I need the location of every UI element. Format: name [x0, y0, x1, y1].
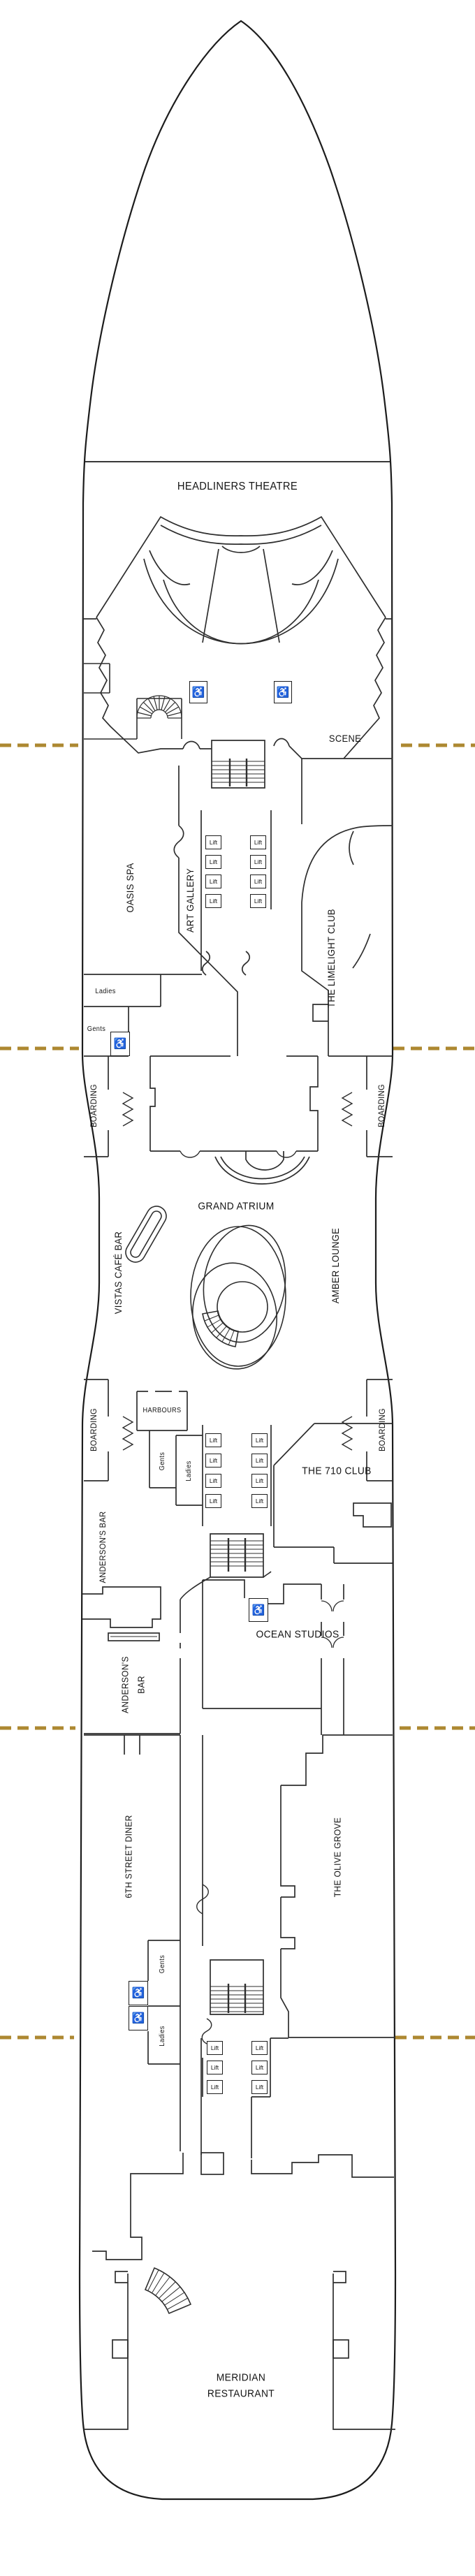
the-710-club-walls	[273, 1423, 393, 1564]
lift-box: Lift	[250, 894, 266, 908]
lift-box: Lift	[205, 894, 221, 908]
spa-gallery-walls	[173, 766, 272, 1056]
section-dashed-lines	[0, 743, 475, 2040]
lift-box: Lift	[251, 2061, 268, 2074]
accessible-box-ocean-studios: ♿	[249, 1598, 268, 1622]
lift-box: Lift	[250, 835, 266, 849]
room-label-ladies-forward: Ladies	[95, 988, 116, 995]
lift-box: Lift	[205, 1433, 221, 1447]
venue-label-ocean-studios: OCEAN STUDIOS	[256, 1628, 339, 1641]
lift-box: Lift	[251, 1494, 268, 1508]
wheelchair-icon: ♿	[131, 1987, 145, 1999]
venue-label-art-gallery: ART GALLERY	[184, 868, 196, 933]
boarding-midship-walls	[84, 1379, 393, 1481]
boarding-label-midship-starboard: BOARDING	[377, 1408, 387, 1451]
spiral-stair-forward	[136, 695, 182, 719]
meridian-restaurant-walls	[84, 2152, 395, 2430]
venue-label-andersons-line2: BAR	[136, 1676, 147, 1694]
accessible-box-aft-toilets-1: ♿	[129, 1981, 148, 2005]
scene-and-limelight-walls	[182, 738, 393, 1056]
venue-label-limelight-club: THE LIMELIGHT CLUB	[326, 909, 337, 1008]
atrium-spiral-staircase	[190, 1224, 286, 1370]
accessible-box-forward-toilets: ♿	[110, 1032, 130, 1056]
accessible-box-theatre-port: ♿	[189, 681, 207, 703]
grand-atrium-balcony	[214, 1151, 310, 1185]
accessible-box-theatre-starboard: ♿	[274, 681, 292, 703]
boarding-label-forward-starboard: BOARDING	[377, 1084, 386, 1127]
lift-box: Lift	[251, 1474, 268, 1488]
lift-box: Lift	[250, 855, 266, 869]
lift-box: Lift	[205, 874, 221, 888]
lift-box: Lift	[251, 1433, 268, 1447]
venue-label-harbours: HARBOURS	[142, 1407, 182, 1414]
wheelchair-icon: ♿	[131, 2012, 145, 2024]
midship-lift-lobby-walls	[202, 1425, 272, 1526]
boarding-label-forward-port: BOARDING	[89, 1084, 98, 1127]
forward-service-rooms	[84, 663, 182, 740]
room-label-gents-aft: Gents	[159, 1954, 166, 1974]
venue-label-710-club: THE 710 CLUB	[302, 1465, 372, 1477]
lift-box: Lift	[205, 1494, 221, 1508]
lift-box: Lift	[251, 2080, 268, 2094]
forward-toilets-walls	[84, 974, 202, 1057]
venue-label-meridian-line1: MERIDIAN	[216, 2371, 266, 2384]
lift-box: Lift	[207, 2041, 223, 2055]
stairs-aft	[201, 1959, 264, 2044]
venue-label-scene: SCENE	[328, 733, 362, 744]
venue-label-olive-grove: THE OLIVE GROVE	[332, 1817, 343, 1898]
midship-toilets-walls	[149, 1430, 203, 1506]
lift-box: Lift	[205, 1474, 221, 1488]
stairs-forward	[211, 740, 265, 789]
lift-box: Lift	[251, 1454, 268, 1468]
venue-label-headliners-theatre: HEADLINERS THEATRE	[177, 481, 298, 492]
ocean-studios-walls	[202, 1579, 344, 1709]
lift-box: Lift	[250, 874, 266, 888]
vistas-bar-counter	[125, 1206, 167, 1263]
atrium-lobby-block	[149, 1055, 319, 1158]
lift-box: Lift	[207, 2080, 223, 2094]
stairs-midship	[180, 1533, 272, 1600]
lift-box: Lift	[205, 855, 221, 869]
meridian-curved-stair	[144, 2267, 192, 2315]
wheelchair-icon: ♿	[191, 686, 205, 698]
ship-hull-outline	[78, 20, 397, 2501]
boarding-forward-walls	[84, 1055, 393, 1157]
boarding-label-midship-port: BOARDING	[89, 1408, 98, 1451]
room-label-gents-forward: Gents	[87, 1025, 106, 1033]
olive-grove-walls	[280, 1708, 395, 2038]
venue-label-oasis-spa: OASIS SPA	[124, 863, 136, 913]
venue-label-amber-lounge: AMBER LOUNGE	[330, 1227, 341, 1304]
wheelchair-icon: ♿	[276, 686, 290, 698]
lift-box: Lift	[207, 2061, 223, 2074]
accessible-box-aft-toilets-2: ♿	[129, 2006, 148, 2030]
andersons-bar-walls	[82, 1586, 181, 1734]
venue-label-andersons-bar-upper: ANDERSON'S BAR	[98, 1511, 108, 1583]
venue-label-grand-atrium: GRAND ATRIUM	[198, 1200, 275, 1213]
sixth-street-diner-walls	[84, 1734, 209, 2151]
lift-box: Lift	[251, 2041, 268, 2055]
venue-label-andersons-line1: ANDERSON'S	[119, 1656, 131, 1713]
headliners-theatre-walls	[83, 515, 392, 759]
room-label-gents-midship: Gents	[159, 1451, 166, 1471]
room-label-ladies-midship: Ladies	[185, 1461, 193, 1481]
venue-label-vistas-cafe-bar: VISTAS CAFÉ BAR	[112, 1231, 124, 1315]
lift-box: Lift	[205, 835, 221, 849]
venue-label-6th-street-diner: 6TH STREET DINER	[123, 1815, 134, 1898]
harbours-walls	[136, 1391, 188, 1431]
wheelchair-icon: ♿	[113, 1038, 127, 1050]
venue-label-meridian-line2: RESTAURANT	[207, 2387, 275, 2400]
lift-box: Lift	[205, 1454, 221, 1468]
room-label-ladies-aft: Ladies	[159, 2026, 166, 2047]
wheelchair-icon: ♿	[251, 1604, 265, 1616]
aft-lift-lobby-walls	[200, 2037, 288, 2158]
